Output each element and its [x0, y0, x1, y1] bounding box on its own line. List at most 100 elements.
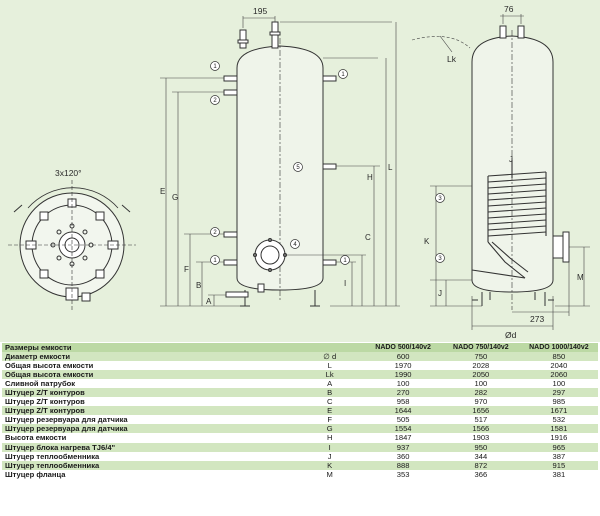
row-value-500: 937: [364, 442, 442, 452]
row-value-1000: 532: [519, 415, 598, 425]
callout-1a: 1: [213, 64, 217, 70]
callout-4: 4: [293, 242, 297, 248]
center-dimensions: [160, 16, 400, 307]
row-symbol: A: [295, 379, 365, 389]
row-value-1000: 985: [519, 397, 598, 407]
callout-5: 5: [296, 165, 300, 171]
row-label: Штуцер резервуара для датчика: [2, 415, 296, 425]
dim-k-label: K: [424, 237, 430, 246]
row-label: Высота емкости: [2, 433, 296, 443]
row-value-750: 1566: [441, 424, 520, 434]
dim-h-label: H: [367, 173, 373, 182]
row-value-500: 1847: [364, 433, 442, 443]
row-value-1000: 1581: [519, 424, 598, 434]
row-value-1000: 915: [519, 460, 598, 470]
row-label: Общая высота емкости: [2, 361, 296, 371]
row-value-1000: 2040: [519, 361, 598, 371]
row-value-1000: 2060: [519, 370, 598, 380]
row-value-500: 1970: [364, 361, 442, 371]
row-value-750: 282: [441, 388, 520, 398]
row-label: Общая высота емкости: [2, 370, 296, 380]
callouts-center: [210, 61, 350, 265]
right-dimensions: [411, 14, 590, 330]
row-value-500: 270: [364, 388, 442, 398]
header-col2: NADO 750/140v2: [441, 343, 520, 353]
row-value-750: 366: [441, 469, 520, 479]
callout-3b: 3: [438, 256, 442, 262]
row-label: Штуцер резервуара для датчика: [2, 424, 296, 434]
row-value-500: 888: [364, 460, 442, 470]
row-value-1000: 297: [519, 388, 598, 398]
row-symbol: J: [295, 451, 365, 461]
dim-g-label: G: [172, 193, 178, 202]
row-value-1000: 381: [519, 469, 598, 479]
row-value-500: 353: [364, 469, 442, 479]
top-view: [8, 180, 136, 310]
row-value-750: 517: [441, 415, 520, 425]
row-symbol: Lk: [295, 370, 365, 380]
row-value-1000: 850: [519, 352, 598, 362]
row-label: Диаметр емкости: [2, 352, 296, 362]
row-symbol: H: [295, 433, 365, 443]
dim-273-label: 273: [530, 314, 544, 324]
dim-l-label: L: [388, 163, 393, 172]
drawing-svg: 3x120°: [8, 4, 590, 340]
row-symbol: C: [295, 397, 365, 407]
tank-front-view: [223, 21, 337, 307]
row-value-750: 2028: [441, 361, 520, 371]
dim-m-label: M: [577, 273, 584, 282]
row-value-500: 505: [364, 415, 442, 425]
callout-1b: 1: [341, 72, 345, 78]
row-value-750: 100: [441, 379, 520, 389]
row-value-500: 1990: [364, 370, 442, 380]
header-col3: NADO 1000/140v2: [519, 343, 598, 353]
callout-2a: 2: [213, 98, 217, 104]
row-value-1000: 1916: [519, 433, 598, 443]
row-symbol: K: [295, 460, 365, 470]
angle-label: 3x120°: [55, 168, 82, 178]
row-value-500: 958: [364, 397, 442, 407]
technical-drawing: 3x120°: [0, 0, 600, 342]
row-value-750: 2050: [441, 370, 520, 380]
dim-e-label: E: [160, 187, 165, 196]
row-value-750: 970: [441, 397, 520, 407]
row-symbol: E: [295, 406, 365, 416]
dim-a-label: A: [206, 297, 212, 306]
row-value-750: 1903: [441, 433, 520, 443]
row-symbol: ∅ d: [295, 352, 365, 362]
row-value-750: 1656: [441, 406, 520, 416]
row-value-500: 360: [364, 451, 442, 461]
row-label: Штуцер Z/T контуров: [2, 397, 296, 407]
dim-j-top-label: J: [509, 155, 513, 164]
row-label: Штуцер блока нагрева TJ6/4": [2, 442, 296, 452]
row-symbol: I: [295, 442, 365, 452]
row-value-750: 950: [441, 442, 520, 452]
row-value-750: 872: [441, 460, 520, 470]
lk-label: Lk: [447, 54, 457, 64]
callout-3a: 3: [438, 196, 442, 202]
heat-exchanger-coil: [471, 160, 547, 279]
row-value-1000: 100: [519, 379, 598, 389]
row-label: Штуцер теплообменника: [2, 451, 296, 461]
row-symbol: B: [295, 388, 365, 398]
callouts-right: [435, 193, 445, 263]
callout-1d: 1: [343, 258, 347, 264]
header-label: Размеры емкости: [2, 343, 296, 353]
table-header-row: Размеры емкости NADO 500/140v2 NADO 750/…: [2, 343, 598, 353]
dim-195-label: 195: [253, 6, 267, 16]
dim-f-label: F: [184, 265, 189, 274]
